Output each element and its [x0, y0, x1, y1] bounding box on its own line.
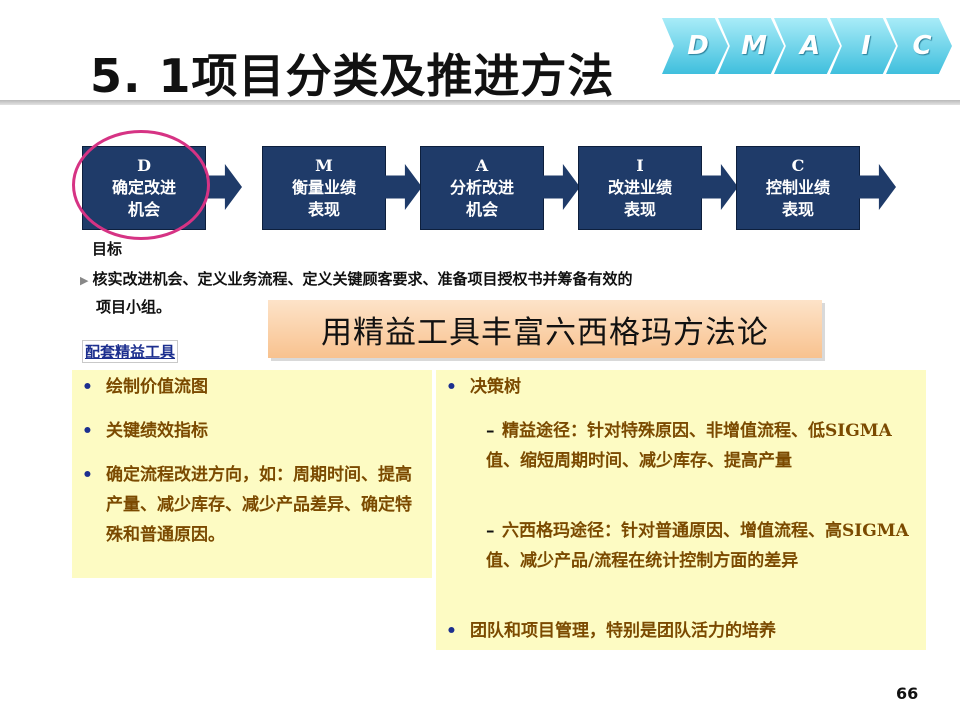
right-tools-panel: •决策树 –精益途径：针对特殊原因、非增值流程、低SIGMA值、缩短周期时间、减…	[436, 370, 926, 650]
dmaic-letter: A	[799, 31, 821, 61]
triangle-bullet-icon: ▶	[80, 274, 89, 287]
phase-label: 机会	[465, 200, 498, 219]
dmaic-letter: M	[741, 31, 767, 61]
phase-label: 改进业绩	[607, 178, 672, 197]
phase-box-measure: M 衡量业绩 表现	[262, 146, 386, 230]
dash-icon: –	[486, 521, 495, 541]
bullet-icon: •	[446, 621, 457, 641]
phase-letter: I	[636, 156, 644, 175]
sub-list-item: –六西格玛途径：针对普通原因、增值流程、高SIGMA值、减少产品/流程在统计控制…	[486, 516, 916, 576]
goal-line: 核实改进机会、定义业务流程、定义关键顾客要求、准备项目授权书并筹备有效的	[92, 270, 633, 288]
flow-arrow-icon	[700, 164, 738, 210]
phase-letter: A	[475, 156, 489, 175]
goal-heading: 目标	[92, 240, 123, 258]
bullet-icon: •	[82, 421, 93, 441]
page-number: 66	[896, 684, 919, 703]
phase-box-analyze: A 分析改进 机会	[420, 146, 544, 230]
phase-box-control: C 控制业绩 表现	[736, 146, 860, 230]
title-divider	[0, 100, 960, 105]
phase-label: 表现	[781, 200, 814, 219]
dmaic-letter: I	[861, 31, 871, 61]
flow-arrow-icon	[384, 164, 422, 210]
dash-icon: –	[486, 421, 495, 441]
list-item: •决策树	[446, 372, 910, 402]
phase-label: 表现	[623, 200, 656, 219]
list-item: •团队和项目管理，特别是团队活力的培养	[446, 616, 910, 646]
dmaic-chevron-d: D	[662, 18, 728, 74]
goal-description: ▶核实改进机会、定义业务流程、定义关键顾客要求、准备项目授权书并筹备有效的 项目…	[80, 266, 870, 321]
lean-six-sigma-banner: 用精益工具丰富六西格玛方法论	[268, 300, 822, 358]
lean-tools-link[interactable]: 配套精益工具	[82, 340, 179, 363]
dmaic-banner: D M A I C	[662, 18, 960, 74]
sub-list-item: –精益途径：针对特殊原因、非增值流程、低SIGMA值、缩短周期时间、减少库存、提…	[486, 416, 916, 476]
dmaic-letter: C	[912, 31, 932, 61]
phase-label: 衡量业绩	[291, 178, 356, 197]
phase-letter: C	[791, 156, 805, 175]
phase-box-improve: I 改进业绩 表现	[578, 146, 702, 230]
flow-arrow-icon	[542, 164, 580, 210]
left-tools-panel: •绘制价值流图 •关键绩效指标 •确定流程改进方向，如：周期时间、提高产量、减少…	[72, 370, 432, 578]
goal-line: 项目小组。	[96, 298, 172, 316]
define-highlight-circle	[72, 130, 210, 240]
flow-arrow-icon	[858, 164, 896, 210]
phase-label: 表现	[307, 200, 340, 219]
slide-title: 5. 1项目分类及推进方法	[90, 49, 615, 103]
bullet-icon: •	[82, 377, 93, 397]
bullet-icon: •	[82, 465, 93, 485]
list-item: •关键绩效指标	[82, 416, 416, 446]
list-item: •确定流程改进方向，如：周期时间、提高产量、减少库存、减少产品差异、确定特殊和普…	[82, 460, 416, 550]
dmaic-letter: D	[687, 31, 709, 61]
phase-letter: M	[315, 156, 333, 175]
phase-label: 分析改进	[449, 178, 514, 197]
bullet-icon: •	[446, 377, 457, 397]
phase-label: 控制业绩	[765, 178, 830, 197]
list-item: •绘制价值流图	[82, 372, 416, 402]
